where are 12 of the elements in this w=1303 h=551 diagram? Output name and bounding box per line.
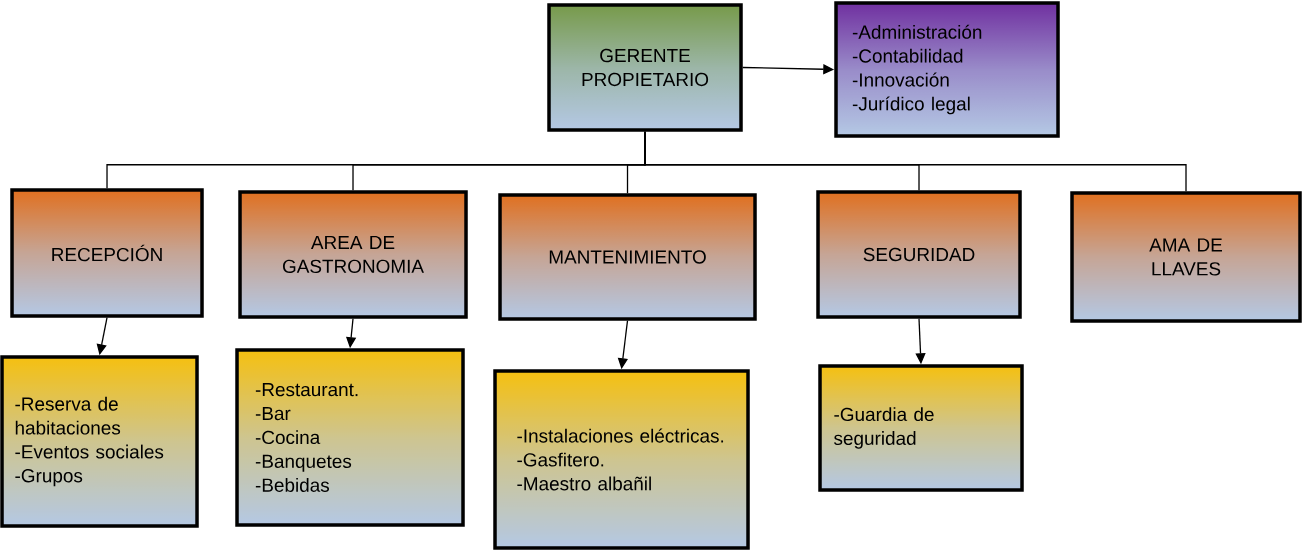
list-box: -Restaurant. -Bar -Cocina -Banquetes -Bebidas: [235, 348, 465, 527]
department-box: AREA DE GASTRONOMIA: [238, 190, 468, 319]
list-box: -Administración -Contabilidad -Innovación -Jurídico legal: [834, 1, 1060, 138]
list-box: -Reserva de habitaciones -Eventos sociales -Grupos: [0, 355, 199, 528]
manager-box: GERENTE PROPIETARIO: [547, 3, 743, 132]
department-box: MANTENIMIENTO: [498, 193, 757, 321]
list-box: -Instalaciones eléctricas. -Gasfitero. -Maestro albañil: [493, 369, 750, 550]
list-box: -Guardia de seguridad: [818, 364, 1024, 492]
connector: [644, 131, 1187, 192]
department-box: AMA DE LLAVES: [1070, 191, 1302, 323]
department-box: RECEPCIÓN: [10, 188, 204, 318]
department-box: SEGURIDAD: [816, 190, 1022, 319]
